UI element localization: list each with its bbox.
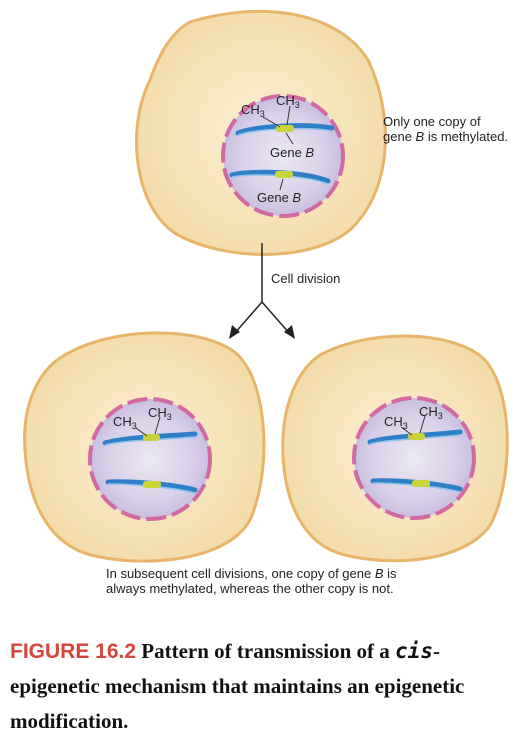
note-only-one-copy: Only one copy of gene B is methylated. (383, 114, 509, 144)
arrowhead-left (229, 325, 240, 339)
parent-gene-label-bottom: Gene B (257, 190, 301, 205)
right-chromosome-unmethylated (370, 478, 463, 493)
figure-label: FIGURE 16.2 (10, 640, 137, 663)
division-arrows: Cell division (229, 243, 340, 339)
right-ch3-left: CH3 (384, 414, 408, 431)
left-gene-b-methylated (143, 434, 160, 441)
left-ch3-left: CH3 (113, 414, 137, 431)
parent-gene-label-top: Gene B (270, 145, 314, 160)
diagram: CH3 CH3 Gene B Gene B Cell division (23, 9, 509, 563)
parent-chromosome-unmethylated (229, 169, 331, 191)
arrowhead-right (284, 325, 295, 339)
figure-caption: FIGURE 16.2 Pattern of transmission of a… (10, 639, 465, 733)
right-gene-b-unmethylated (412, 480, 430, 487)
left-gene-b-unmethylated (143, 481, 161, 488)
parent-gene-b-methylated (276, 125, 294, 132)
left-ch3-right: CH3 (148, 405, 172, 422)
right-gene-b-methylated (408, 433, 425, 440)
parent-cell: CH3 CH3 Gene B Gene B (135, 9, 387, 256)
right-nucleus (352, 396, 476, 520)
daughter-cell-left: CH3 CH3 (23, 331, 266, 563)
right-chromosome-methylated (367, 415, 463, 445)
parent-ch3-left: CH3 (241, 102, 265, 119)
left-chromosome-methylated (102, 416, 198, 446)
parent-ch3-right: CH3 (276, 93, 300, 110)
parent-chromosome-methylated (235, 105, 335, 145)
note-subsequent-divisions: In subsequent cell divisions, one copy o… (106, 566, 397, 596)
right-ch3-right: CH3 (419, 404, 443, 421)
cell-division-label: Cell division (271, 271, 340, 286)
parent-gene-b-unmethylated (275, 171, 293, 178)
left-chromosome-unmethylated (105, 479, 198, 494)
daughter-cell-right: CH3 CH3 (281, 334, 509, 563)
